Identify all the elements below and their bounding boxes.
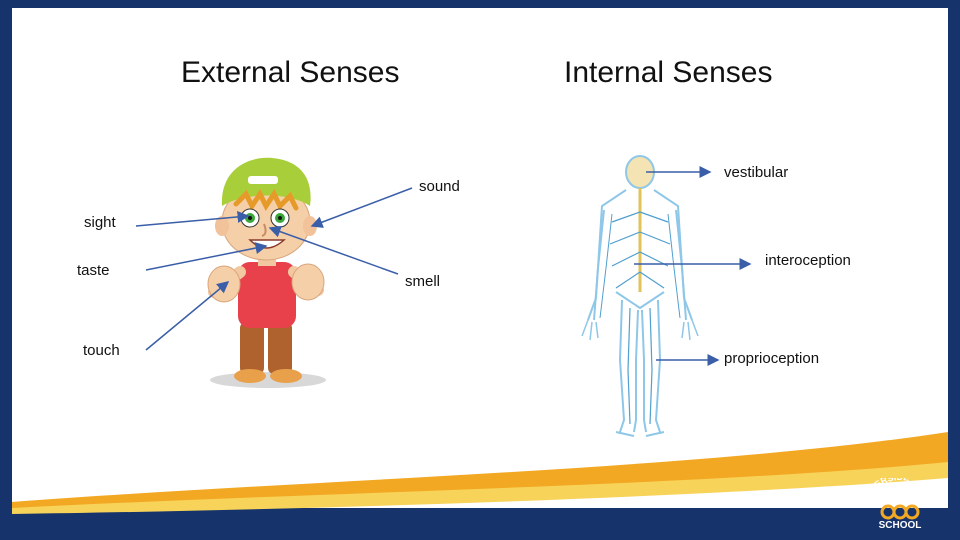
label-smell: smell — [405, 273, 440, 290]
label-touch: touch — [83, 342, 120, 359]
arrow-touch — [146, 282, 228, 350]
label-sound: sound — [419, 178, 460, 195]
svg-text:SCHOOL: SCHOOL — [879, 520, 922, 530]
boy-illustration — [208, 158, 326, 388]
label-interoception: interoception — [765, 252, 851, 269]
label-vestibular: vestibular — [724, 164, 788, 181]
left-hand — [208, 266, 240, 302]
external-senses-heading: External Senses — [181, 56, 399, 90]
nervous-system-illustration — [582, 156, 698, 436]
svg-text:RIVERSIDE: RIVERSIDE — [862, 478, 911, 501]
label-proprioception: proprioception — [724, 350, 819, 367]
label-taste: taste — [77, 262, 110, 279]
label-sight: sight — [84, 214, 116, 231]
arrow-sound — [312, 188, 412, 226]
internal-senses-heading: Internal Senses — [564, 56, 772, 90]
right-hand — [292, 264, 324, 300]
riverside-school-logo: RIVERSIDE SCHOOL — [860, 478, 940, 530]
